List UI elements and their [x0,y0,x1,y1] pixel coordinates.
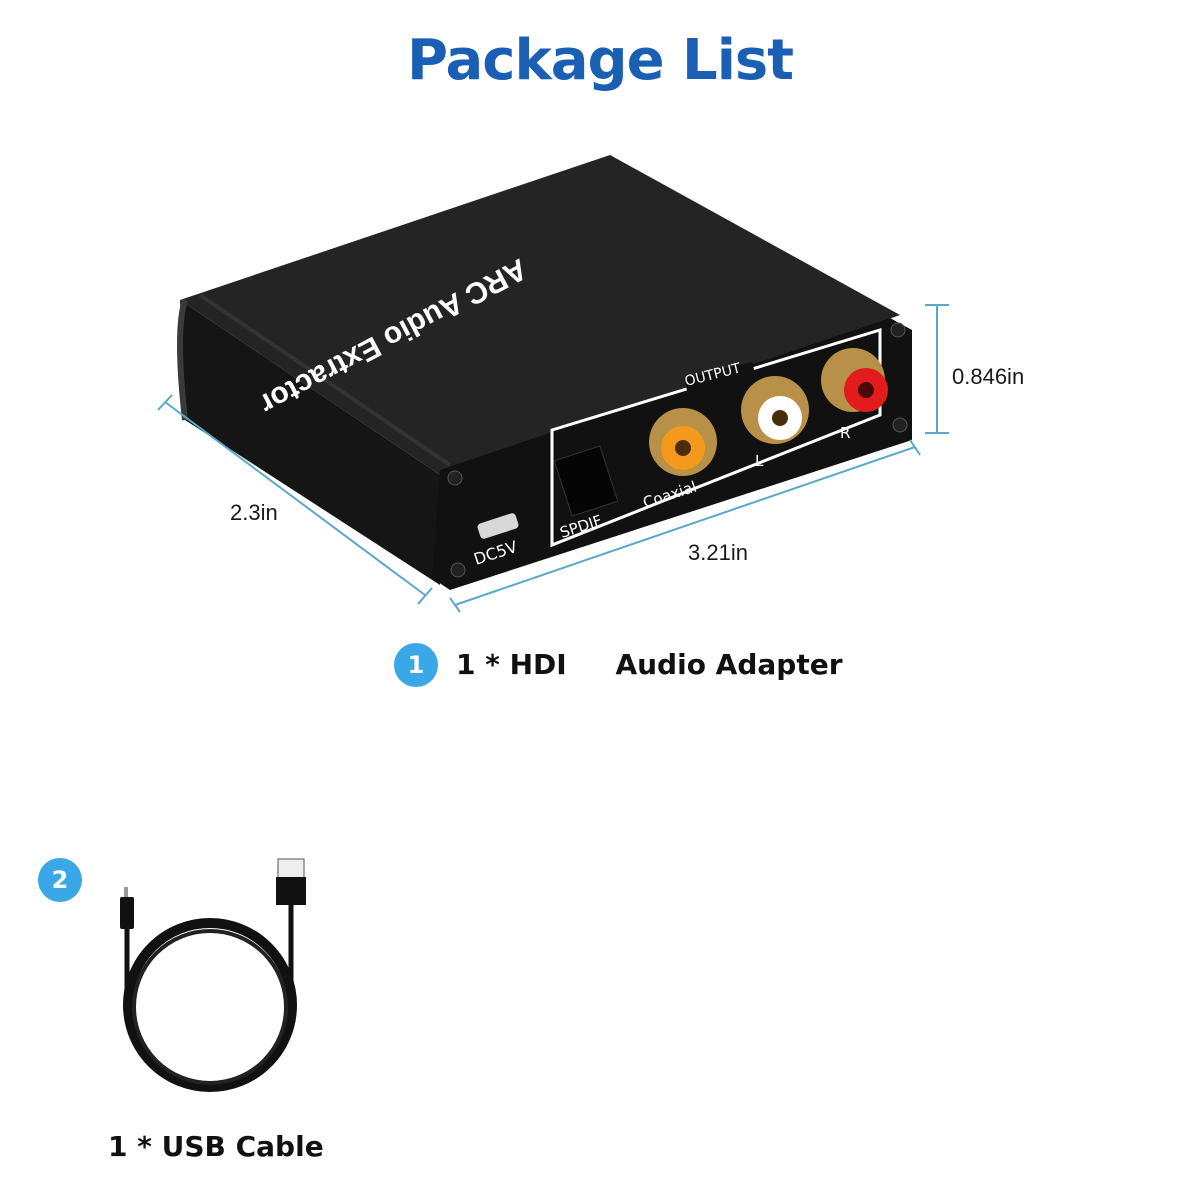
item-number-badge-1: 1 [394,643,438,687]
item-label-2: 1 * USB Cable [108,1130,324,1163]
dimension-lines [157,304,949,613]
right-channel-label: R [840,424,850,442]
page-title: Package List [406,28,794,93]
left-channel-label: L [755,452,764,470]
height-dimension: 0.846in [952,364,1025,389]
arc-audio-extractor-image: ARC Audio Extractor DC5V SPDIF Coaxial L… [157,155,949,613]
depth-dimension: 2.3in [230,500,278,525]
item-label-1: 1 * HDI Audio Adapter [456,648,843,681]
width-dimension: 3.21in [688,540,748,565]
usb-cable-image [120,858,306,1092]
item-number-badge-2: 2 [38,858,82,902]
